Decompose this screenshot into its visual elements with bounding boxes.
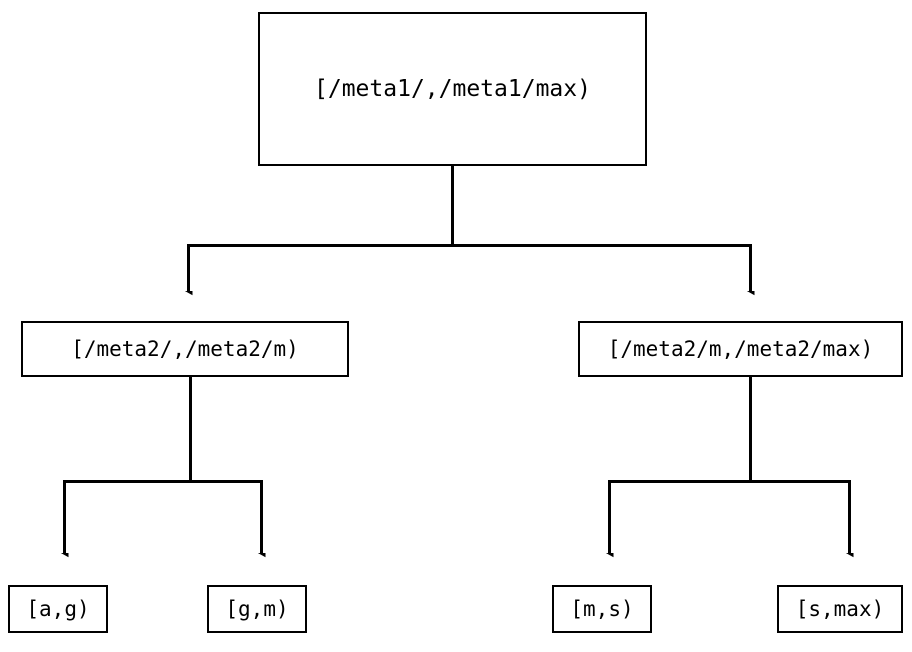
tree-node-root-label: [/meta1/,/meta1/max) <box>314 75 591 102</box>
tree-node-leaf-smax: [s,max) <box>777 585 903 633</box>
tree-node-leaf-ag-label: [a,g) <box>26 596 90 621</box>
tree-node-leaf-ag: [a,g) <box>8 585 108 633</box>
tree-node-mid-left: [/meta2/,/meta2/m) <box>21 321 349 377</box>
tree-node-leaf-smax-label: [s,max) <box>795 596 885 621</box>
tree-node-leaf-ms: [m,s) <box>552 585 652 633</box>
tree-node-mid-right-label: [/meta2/m,/meta2/max) <box>607 336 874 361</box>
edge-root-to-mid-left <box>189 166 454 291</box>
tree-node-mid-left-label: [/meta2/,/meta2/m) <box>71 336 299 361</box>
edge-mid-left-to-leaf-ag <box>65 377 192 553</box>
edge-mid-left-to-leaf-gm <box>189 377 262 553</box>
tree-node-leaf-ms-label: [m,s) <box>570 596 634 621</box>
tree-node-root: [/meta1/,/meta1/max) <box>258 12 647 166</box>
tree-node-leaf-gm-label: [g,m) <box>225 596 289 621</box>
edge-mid-right-to-leaf-ms <box>610 377 752 553</box>
tree-node-mid-right: [/meta2/m,/meta2/max) <box>578 321 903 377</box>
edge-mid-right-to-leaf-smax <box>749 377 850 553</box>
tree-node-leaf-gm: [g,m) <box>207 585 307 633</box>
edge-root-to-mid-right <box>451 166 751 291</box>
